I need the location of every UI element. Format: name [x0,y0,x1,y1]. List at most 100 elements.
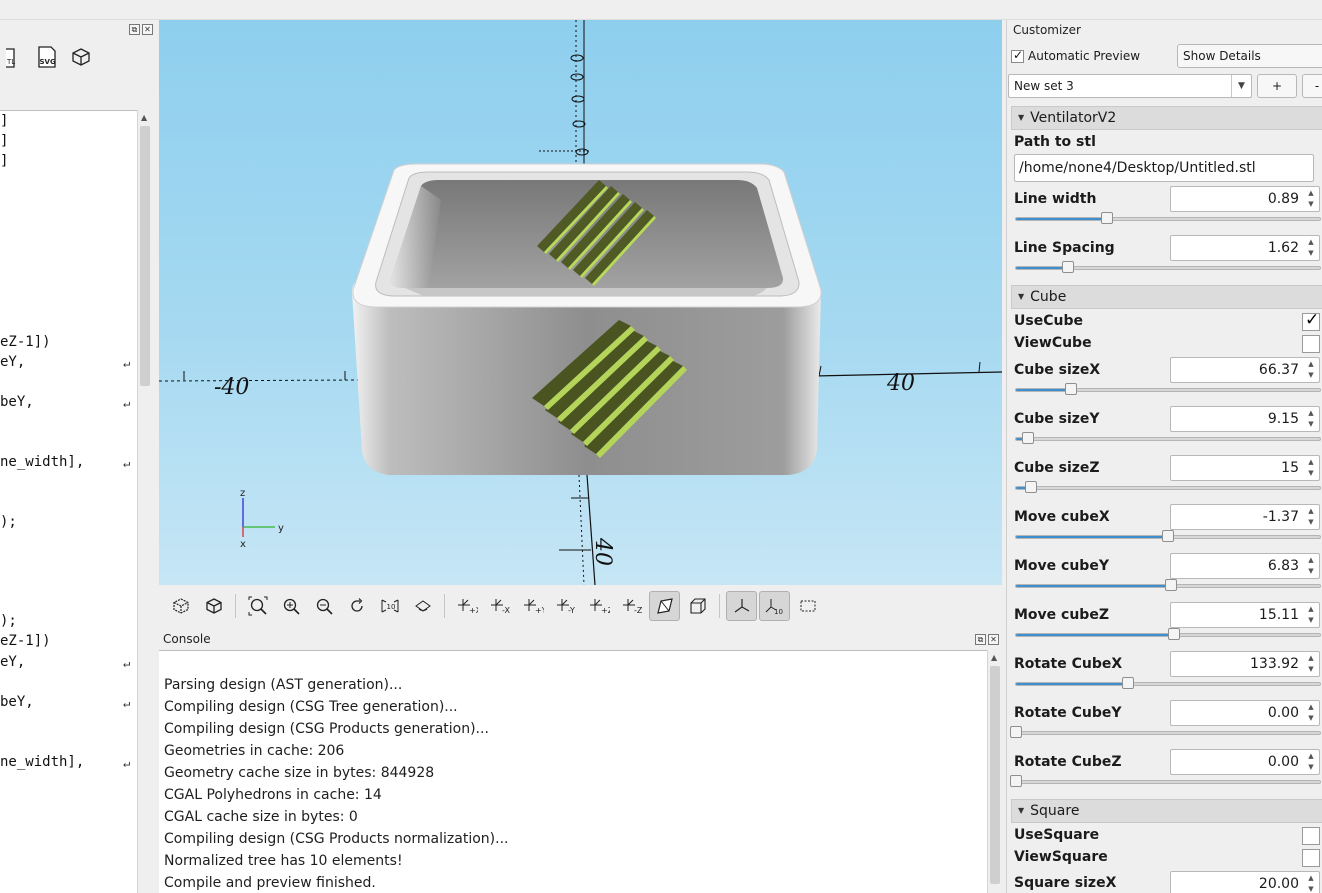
spin-up-icon[interactable]: ▲ [1308,507,1314,515]
console-output[interactable]: Parsing design (AST generation)...Compil… [159,650,987,893]
spin-down-icon[interactable]: ▼ [1308,714,1314,722]
group-header-square[interactable]: ▼Square [1011,799,1322,823]
float-icon[interactable]: ⧉ [975,634,986,645]
line-spacing-slider[interactable] [1015,261,1321,273]
view-right-icon[interactable]: +X [451,591,482,621]
rotate-cubey-spinbox[interactable]: 0.00▲▼ [1170,700,1320,726]
zoom-in-icon[interactable] [275,591,306,621]
line-width-spinbox[interactable]: 0.89▲▼ [1170,186,1320,212]
cube-sizex-spinbox[interactable]: 66.37▲▼ [1170,357,1320,383]
move-cubey-slider[interactable] [1015,579,1321,591]
spin-down-icon[interactable]: ▼ [1308,763,1314,771]
rotate-cubex-spinbox[interactable]: 133.92▲▼ [1170,651,1320,677]
rotate-cubex-slider[interactable] [1015,677,1321,689]
zoom-out-icon[interactable] [308,591,339,621]
slider-handle[interactable] [1122,677,1135,689]
group-header-cube[interactable]: ▼Cube [1011,285,1322,309]
spin-down-icon[interactable]: ▼ [1308,420,1314,428]
move-cubez-spinbox[interactable]: 15.11▲▼ [1170,602,1320,628]
show-axes-icon[interactable] [726,591,757,621]
export-svg-icon[interactable]: SVG [34,42,60,72]
automatic-preview-checkbox[interactable] [1011,48,1024,63]
rotate-cubez-spinbox[interactable]: 0.00▲▼ [1170,749,1320,775]
rotate-cubey-slider[interactable] [1010,726,1321,738]
cube-sizey-slider[interactable] [1015,432,1321,444]
perspective-icon[interactable]: 10 [374,591,405,621]
line-width-slider[interactable] [1015,212,1321,224]
spin-down-icon[interactable]: ▼ [1308,567,1314,575]
view-left-icon[interactable]: -X [484,591,515,621]
spin-up-icon[interactable]: ▲ [1308,874,1314,882]
cube-sizez-slider[interactable] [1015,481,1321,493]
rotate-cubez-slider[interactable] [1010,775,1321,787]
move-cubex-slider[interactable] [1015,530,1321,542]
usecube-checkbox[interactable] [1302,310,1320,331]
spin-up-icon[interactable]: ▲ [1308,556,1314,564]
spin-down-icon[interactable]: ▼ [1308,616,1314,624]
show-scale-icon[interactable]: 10 [759,591,790,621]
line-spacing-spinbox[interactable]: 1.62▲▼ [1170,235,1320,261]
square-sizex-spinbox[interactable]: 20.00 ▲ ▼ [1170,871,1320,893]
view-back-icon[interactable]: +Y [517,591,548,621]
spin-down-icon[interactable]: ▼ [1308,665,1314,673]
preset-select[interactable]: New set 3 ▼ [1008,74,1252,98]
reset-view-icon[interactable] [341,591,372,621]
code-editor[interactable]: ]]]eZ-1])eY,↵beY,↵ne_width],↵););eZ-1])e… [0,110,137,893]
cube-sizez-spinbox[interactable]: 15▲▼ [1170,455,1320,481]
spin-up-icon[interactable]: ▲ [1308,654,1314,662]
slider-handle[interactable] [1064,383,1077,395]
slider-handle[interactable] [1010,775,1022,787]
orbit-icon[interactable] [407,591,438,621]
export-3d-icon[interactable] [68,42,94,72]
surfaces-icon[interactable] [649,591,680,621]
spin-up-icon[interactable]: ▲ [1308,409,1314,417]
spin-down-icon[interactable]: ▼ [1308,249,1314,257]
close-icon[interactable]: ✕ [988,634,999,645]
spin-up-icon[interactable]: ▲ [1308,360,1314,368]
export-stl-icon[interactable]: TL [0,42,26,72]
group-header-ventilatorv2[interactable]: ▼VentilatorV2 [1011,106,1322,130]
slider-handle[interactable] [1162,530,1174,542]
spin-up-icon[interactable]: ▲ [1308,458,1314,466]
console-scrollbar[interactable]: ▲ [987,650,1002,893]
remove-preset-button[interactable]: - [1302,74,1322,98]
show-details-dropdown[interactable]: Show Details [1177,44,1322,68]
close-icon[interactable]: ✕ [142,24,153,35]
cube-sizex-slider[interactable] [1015,383,1321,395]
slider-handle[interactable] [1022,432,1035,444]
view-top-icon[interactable]: +Z [583,591,614,621]
usesquare-checkbox[interactable] [1302,827,1320,845]
slider-handle[interactable] [1168,628,1181,640]
spin-up-icon[interactable]: ▲ [1308,703,1314,711]
slider-handle[interactable] [1061,261,1074,273]
editor-scrollbar[interactable]: ▲ [137,110,152,893]
3d-viewport[interactable]: -40 40 40 z y x [159,20,1002,585]
slider-handle[interactable] [1165,579,1178,591]
spin-up-icon[interactable]: ▲ [1308,189,1314,197]
move-cubex-spinbox[interactable]: -1.37▲▼ [1170,504,1320,530]
show-edges-icon[interactable] [792,591,823,621]
slider-handle[interactable] [1101,212,1114,224]
scroll-up-icon[interactable]: ▲ [991,653,998,662]
spin-down-icon[interactable]: ▼ [1308,518,1314,526]
scroll-up-icon[interactable]: ▲ [141,113,148,122]
spin-down-icon[interactable]: ▼ [1308,469,1314,477]
viewcube-checkbox[interactable] [1302,335,1320,353]
cube-sizey-spinbox[interactable]: 9.15▲▼ [1170,406,1320,432]
add-preset-button[interactable]: + [1257,74,1297,98]
move-cubez-slider[interactable] [1015,628,1321,640]
float-icon[interactable]: ⧉ [129,24,140,35]
spin-down-icon[interactable]: ▼ [1308,200,1314,208]
view-all-icon[interactable] [242,591,273,621]
view-front-icon[interactable]: -Y [550,591,581,621]
scrollbar-thumb[interactable] [990,666,1000,884]
slider-handle[interactable] [1010,726,1022,738]
preview-icon[interactable] [165,591,196,621]
scrollbar-thumb[interactable] [140,126,150,386]
path-to-stl-input[interactable]: /home/none4/Desktop/Untitled.stl [1014,154,1314,182]
wireframe-icon[interactable] [682,591,713,621]
spin-up-icon[interactable]: ▲ [1308,752,1314,760]
view-bottom-icon[interactable]: -Z [616,591,647,621]
spin-down-icon[interactable]: ▼ [1308,371,1314,379]
spin-up-icon[interactable]: ▲ [1308,605,1314,613]
